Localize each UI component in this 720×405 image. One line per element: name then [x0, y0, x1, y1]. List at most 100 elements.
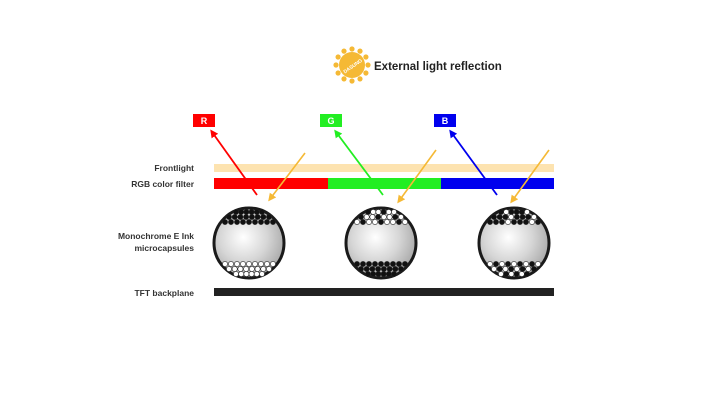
pigment-particle: [372, 261, 378, 267]
pigment-particle: [264, 219, 270, 225]
pigment-particle: [503, 209, 510, 215]
pigment-particle: [514, 266, 520, 272]
pigment-particle: [487, 261, 493, 267]
pigment-particle: [358, 214, 364, 220]
pigment-particle: [231, 266, 238, 272]
pigment-particle: [491, 266, 497, 272]
pigment-particle: [360, 261, 366, 267]
pigment-particle: [243, 271, 250, 277]
sun-ray: [363, 54, 369, 60]
pigment-particle: [493, 219, 499, 225]
pigment-particle: [240, 219, 246, 225]
pigment-particle: [270, 261, 276, 267]
pigment-particle: [396, 219, 402, 225]
pigment-particle: [519, 266, 526, 272]
sun-ray: [363, 70, 369, 76]
pigment-particle: [491, 214, 497, 220]
pigment-particle: [246, 261, 252, 267]
frontlight-label: Frontlight: [154, 163, 194, 173]
pigment-particle: [499, 261, 505, 267]
microcapsule-3: [477, 206, 551, 280]
color-filter-red: [214, 178, 328, 189]
pigment-particle: [237, 214, 244, 220]
pigment-particle: [523, 261, 529, 267]
pigment-particle: [240, 261, 246, 267]
pigment-particle: [378, 261, 384, 267]
color-filter-green: [328, 178, 441, 189]
frontlight-layer: [214, 164, 554, 172]
pigment-particle: [248, 209, 255, 215]
pigment-particle: [228, 219, 234, 225]
pigment-particle: [503, 271, 510, 277]
pigment-particle: [502, 266, 509, 272]
pigment-particle: [238, 209, 245, 215]
pigment-particle: [525, 266, 532, 272]
microcapsule-1: [212, 206, 286, 280]
pigment-particle: [258, 219, 264, 225]
pigment-particle: [370, 209, 377, 215]
pigment-particle: [248, 266, 255, 272]
pigment-particle: [354, 261, 360, 267]
pigment-particle: [391, 271, 397, 277]
pigment-particle: [248, 214, 255, 220]
pigment-particle: [222, 219, 228, 225]
channel-box-r: R: [193, 114, 215, 127]
pigment-particle: [243, 209, 250, 215]
pigment-particle: [496, 266, 503, 272]
reflected-green-arrow: [334, 129, 384, 196]
reflected-blue-arrow: [449, 129, 498, 196]
sun-ray: [357, 76, 363, 82]
pigment-particle: [237, 266, 244, 272]
pigment-particle: [529, 219, 535, 225]
color-filter-blue: [441, 178, 554, 189]
pigment-particle: [370, 271, 377, 277]
pigment-particle: [493, 261, 499, 267]
channel-letter-r: R: [201, 116, 208, 126]
pigment-particle: [380, 209, 387, 215]
pigment-particle: [366, 219, 372, 225]
pigment-particle: [519, 214, 526, 220]
pigment-particle: [358, 266, 364, 272]
sun-ray: [341, 76, 347, 82]
pigment-particle: [524, 209, 530, 215]
pigment-particle: [523, 219, 529, 225]
microcapsules-label-line1: Monochrome E Ink: [118, 231, 194, 241]
pigment-particle: [398, 266, 404, 272]
pigment-particle: [378, 219, 384, 225]
pigment-particle: [365, 209, 371, 215]
pigment-particle: [369, 214, 376, 220]
pigment-particle: [392, 266, 399, 272]
sun-ray: [335, 70, 341, 76]
pigment-particle: [390, 261, 396, 267]
pigment-particle: [499, 219, 505, 225]
pigment-particle: [226, 214, 232, 220]
pigment-particle: [375, 271, 382, 277]
pigment-particle: [529, 261, 535, 267]
pigment-particle: [252, 219, 258, 225]
pigment-particle: [531, 214, 537, 220]
pigment-particle: [525, 214, 532, 220]
pigment-particle: [252, 261, 258, 267]
pigment-particle: [513, 209, 520, 215]
pigment-particle: [254, 214, 261, 220]
color-filter-label: RGB color filter: [131, 179, 195, 189]
incoming-light-arrow-3: [510, 149, 550, 204]
pigment-particle: [384, 261, 390, 267]
pigment-particle: [248, 271, 255, 277]
sun-ray: [341, 48, 347, 54]
sun-ray: [365, 62, 371, 68]
pigment-particle: [524, 271, 530, 277]
pigment-particle: [253, 271, 260, 277]
pigment-particle: [363, 266, 370, 272]
microcapsules-label-line2: microcapsules: [134, 243, 194, 253]
tft-backplane: [214, 288, 554, 296]
pigment-particle: [517, 261, 523, 267]
pigment-particle: [386, 266, 393, 272]
pigment-particle: [375, 266, 381, 272]
channel-box-b: B: [434, 114, 456, 127]
pigment-particle: [233, 209, 239, 215]
pigment-particle: [498, 271, 504, 277]
pigment-particle: [502, 214, 509, 220]
pigment-particle: [514, 214, 520, 220]
